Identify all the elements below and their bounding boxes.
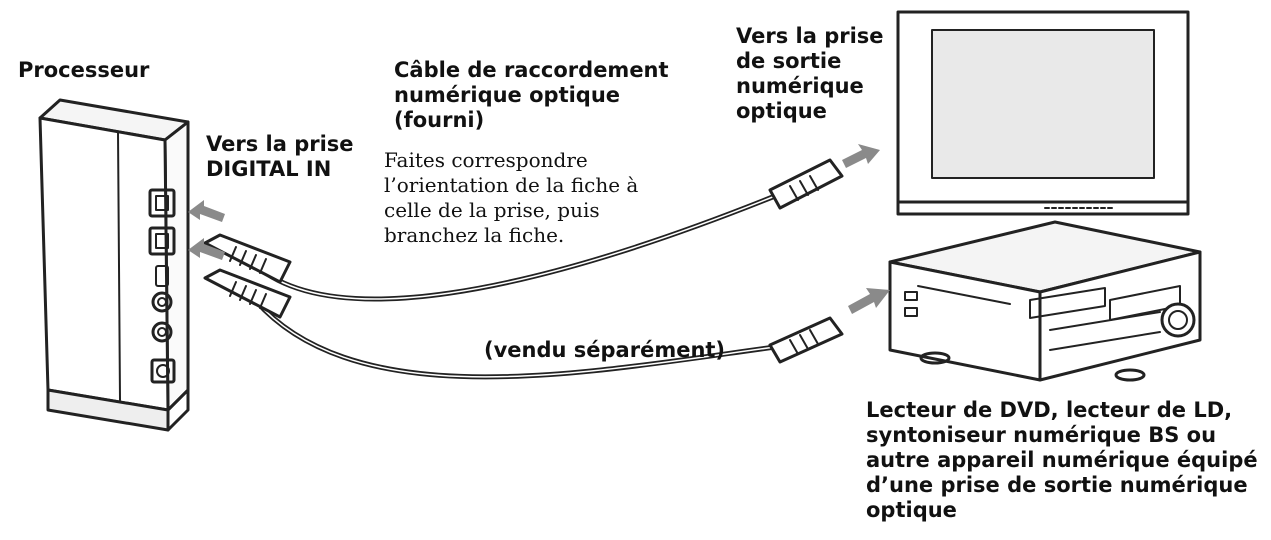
cable-title: Câble de raccordement numérique optique … [394, 58, 669, 132]
cable-note: Faites correspondre l’orientation de la … [384, 148, 639, 247]
sold-separately-label: (vendu séparément) [484, 338, 726, 362]
processor-unit [38, 98, 190, 432]
processor-label: Processeur [18, 58, 150, 82]
device-caption: Lecteur de DVD, lecteur de LD, syntonise… [866, 398, 1258, 522]
digital-in-port-1 [148, 188, 176, 218]
tv-output-label: Vers la prise de sortie numérique optiqu… [736, 24, 884, 123]
optical-cables [252, 187, 793, 380]
remote-plugs [768, 158, 844, 364]
connection-arrows [188, 144, 890, 314]
digital-in-port-2 [148, 226, 176, 256]
dvd-device [888, 220, 1202, 382]
processor-plugs [203, 233, 292, 319]
digital-in-label: Vers la prise DIGITAL IN [206, 132, 354, 181]
television [896, 10, 1190, 216]
